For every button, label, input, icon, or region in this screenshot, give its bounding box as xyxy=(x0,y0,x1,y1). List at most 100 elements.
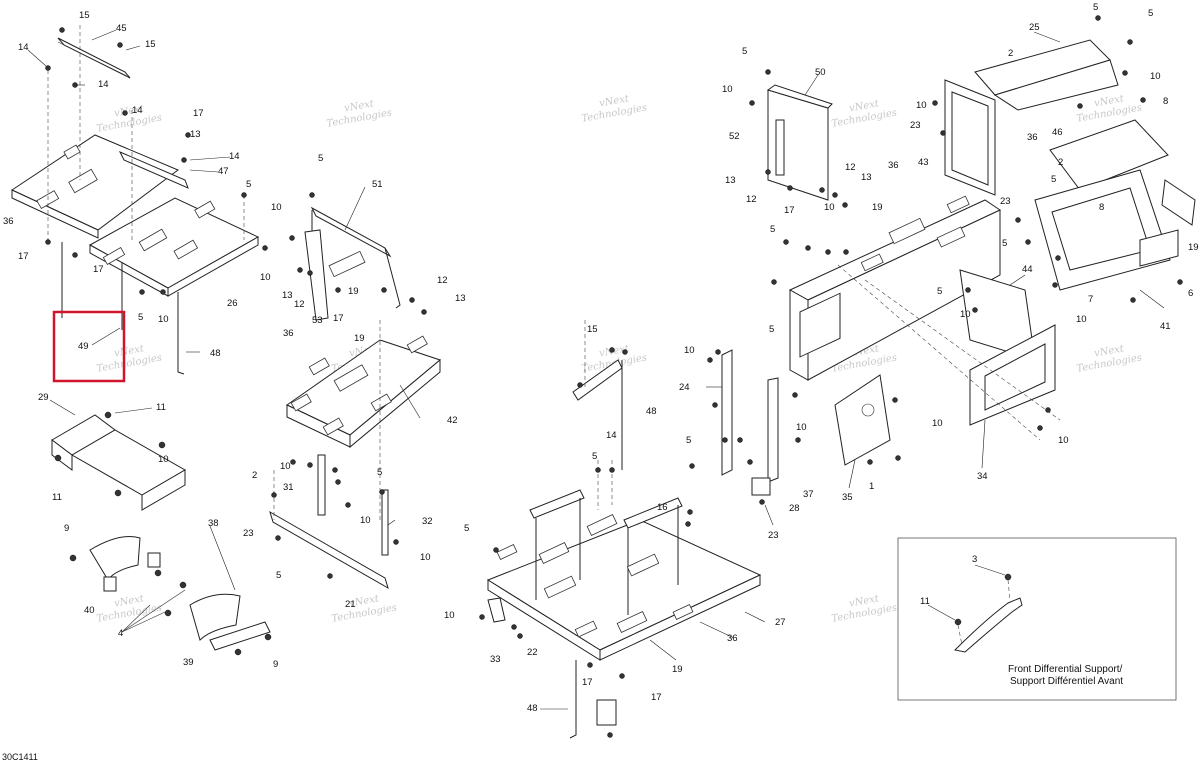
callout-3: 3 xyxy=(972,554,977,565)
callout-10: 10 xyxy=(1076,314,1087,325)
callout-19: 19 xyxy=(354,333,365,344)
callout-19: 19 xyxy=(348,286,359,297)
callout-13: 13 xyxy=(861,172,872,183)
leader-lines xyxy=(27,29,1165,710)
callout-5: 5 xyxy=(1002,238,1007,249)
watermark-text: vNext xyxy=(1093,343,1125,359)
callout-4: 4 xyxy=(118,628,123,639)
callout-5: 5 xyxy=(318,153,323,164)
callout-48: 48 xyxy=(646,406,657,417)
callout-40: 40 xyxy=(84,605,95,616)
callout-36: 36 xyxy=(3,216,14,227)
bar-21 xyxy=(269,510,389,590)
callout-15: 15 xyxy=(145,39,156,50)
drawing-code: 30C1411 xyxy=(2,752,38,762)
callout-12: 12 xyxy=(746,194,757,205)
bracket-53 xyxy=(304,229,329,321)
callout-26: 26 xyxy=(227,298,238,309)
callout-2: 2 xyxy=(1058,157,1063,168)
callout-16: 16 xyxy=(657,502,668,513)
watermark-text: vNext xyxy=(848,98,880,114)
callout-10: 10 xyxy=(916,100,927,111)
callout-19: 19 xyxy=(872,202,883,213)
callout-12: 12 xyxy=(437,275,448,286)
callout-36: 36 xyxy=(727,633,738,644)
callout-14: 14 xyxy=(132,105,143,116)
bracket-32 xyxy=(381,489,389,556)
callout-10: 10 xyxy=(960,309,971,320)
callout-17: 17 xyxy=(784,205,795,216)
callout-10: 10 xyxy=(280,461,291,472)
callout-5: 5 xyxy=(377,467,382,478)
bracket-45 xyxy=(57,37,131,79)
callout-17: 17 xyxy=(651,692,662,703)
bracket-29 xyxy=(51,411,187,511)
callout-10: 10 xyxy=(1150,71,1161,82)
callout-14: 14 xyxy=(18,42,29,53)
callout-10: 10 xyxy=(260,272,271,283)
callout-48: 48 xyxy=(210,348,221,359)
callout-12: 12 xyxy=(845,162,856,173)
bracket-24 xyxy=(721,349,733,476)
bracket-37 xyxy=(767,377,779,483)
callout-50: 50 xyxy=(815,67,826,78)
watermark-text: vNext xyxy=(348,593,380,609)
callout-10: 10 xyxy=(360,515,371,526)
callout-10: 10 xyxy=(158,314,169,325)
callout-23: 23 xyxy=(1000,196,1011,207)
callout-11: 11 xyxy=(52,492,62,503)
callout-9: 9 xyxy=(273,659,278,670)
callout-17: 17 xyxy=(93,264,104,275)
callout-38: 38 xyxy=(208,518,219,529)
callout-7: 7 xyxy=(1088,294,1093,305)
callout-22: 22 xyxy=(527,647,538,658)
inset-caption-line1: Front Differential Support/ xyxy=(1008,664,1123,675)
watermark-text: vNext xyxy=(1093,93,1125,109)
callout-11: 11 xyxy=(920,596,930,607)
callout-5: 5 xyxy=(1093,2,1098,13)
watermark-text: vNext xyxy=(598,93,630,109)
callout-34: 34 xyxy=(977,471,988,482)
bracket-33 xyxy=(487,597,506,623)
callout-9: 9 xyxy=(64,523,69,534)
callout-31: 31 xyxy=(283,482,294,493)
callout-46: 46 xyxy=(1052,127,1063,138)
bracket-28 xyxy=(751,477,771,496)
callout-14: 14 xyxy=(98,79,109,90)
bracket-38-assembly xyxy=(69,536,272,656)
callout-25: 25 xyxy=(1029,22,1040,33)
bracket-46 xyxy=(1049,119,1169,191)
callout-8: 8 xyxy=(1163,96,1168,107)
callout-23: 23 xyxy=(243,528,254,539)
callout-28: 28 xyxy=(789,503,800,514)
callout-36: 36 xyxy=(1027,132,1038,143)
upper-right-frame xyxy=(689,15,1196,505)
callout-17: 17 xyxy=(582,677,593,688)
callout-13: 13 xyxy=(282,290,293,301)
watermark-text: vNext xyxy=(113,343,145,359)
callout-5: 5 xyxy=(770,224,775,235)
callout-5: 5 xyxy=(246,179,251,190)
callout-29: 29 xyxy=(38,392,49,403)
callout-52: 52 xyxy=(729,131,740,142)
callout-37: 37 xyxy=(803,489,814,500)
callout-15: 15 xyxy=(587,324,598,335)
callout-8: 8 xyxy=(1099,202,1104,213)
callout-2: 2 xyxy=(1008,48,1013,59)
callout-10: 10 xyxy=(722,84,733,95)
watermark-text: vNext xyxy=(848,593,880,609)
bracket-31 xyxy=(317,454,326,516)
callout-47: 47 xyxy=(218,166,229,177)
callout-10: 10 xyxy=(158,454,169,465)
callout-5: 5 xyxy=(769,324,774,335)
callout-24: 24 xyxy=(679,382,690,393)
bracket-upper xyxy=(529,489,585,519)
callout-10: 10 xyxy=(1058,435,1069,446)
callout-labels: 15 45 15 14 14 14 17 13 14 47 5 36 17 17… xyxy=(3,2,1199,714)
bracket-51 xyxy=(310,206,392,258)
front-tray-assembly xyxy=(10,25,268,383)
callout-10: 10 xyxy=(271,202,282,213)
callout-17: 17 xyxy=(193,108,204,119)
callout-13: 13 xyxy=(190,129,201,140)
tray-27-assembly xyxy=(479,320,762,739)
